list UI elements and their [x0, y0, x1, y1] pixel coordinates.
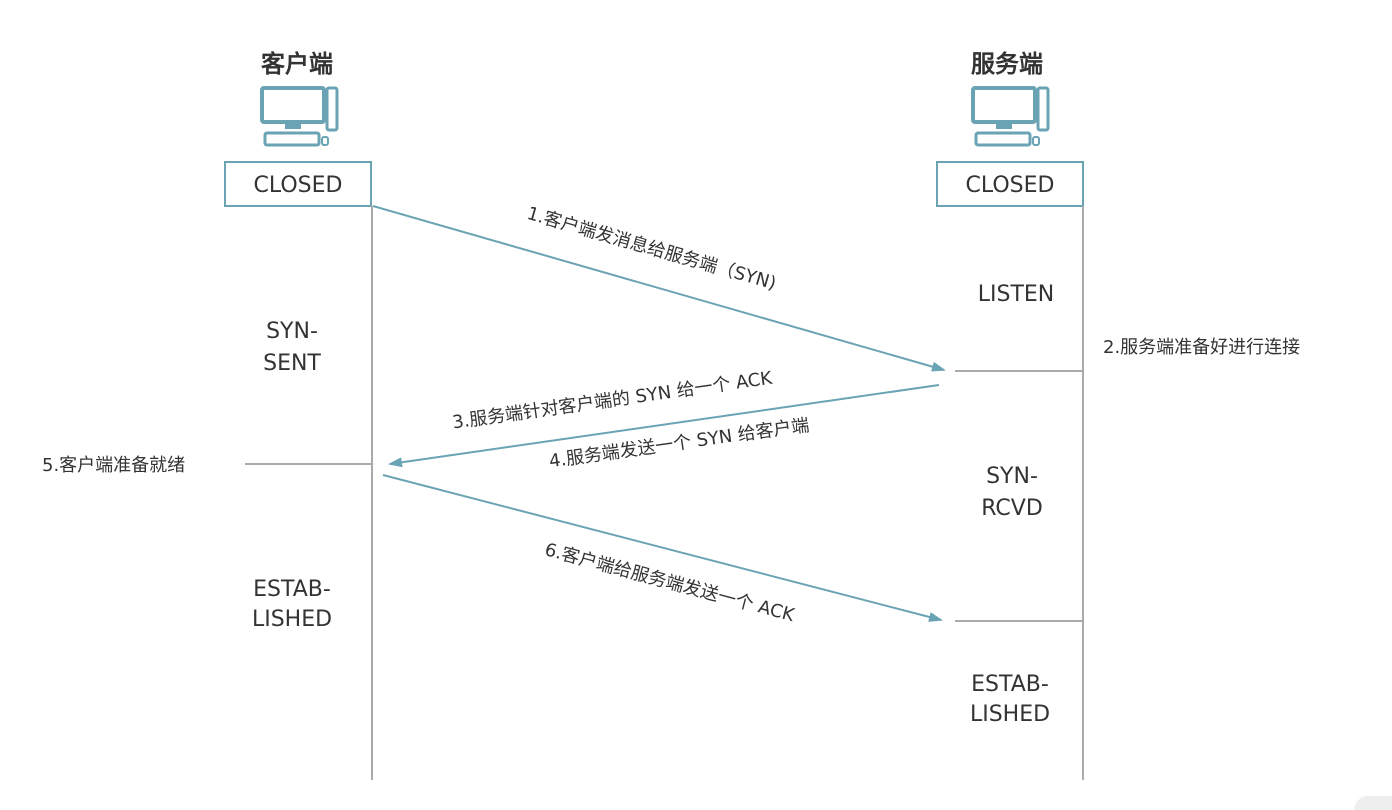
server-state-established-line1: ESTAB- — [971, 672, 1049, 697]
server-ready-note: 2.服务端准备好进行连接 — [1103, 337, 1300, 358]
client-closed-box — [224, 161, 372, 207]
message-6-label: 6.客户端给服务端发送一个 ACK — [542, 539, 797, 626]
server-title: 服务端 — [971, 50, 1043, 78]
server-state-listen: LISTEN — [978, 282, 1055, 307]
client-state-syn-sent-line2: SENT — [263, 351, 321, 376]
corner-tab — [1354, 796, 1392, 810]
client-title: 客户端 — [261, 50, 333, 78]
client-ready-note: 5.客户端准备就绪 — [42, 455, 185, 476]
server-computer-icon — [971, 86, 1050, 147]
server-closed-label: CLOSED — [966, 173, 1055, 198]
client-state-established-line2: LISHED — [252, 607, 332, 632]
message-1-label: 1.客户端发消息给服务端（SYN) — [525, 203, 779, 294]
message-3-label: 3.服务端针对客户端的 SYN 给一个 ACK — [451, 368, 775, 434]
client-state-syn-sent-line1: SYN- — [266, 319, 318, 344]
client-computer-icon — [260, 86, 339, 147]
ack-arrow — [382, 474, 943, 622]
syn-arrow — [372, 205, 946, 372]
message-4-label: 4.服务端发送一个 SYN 给客户端 — [548, 415, 811, 472]
server-closed-box — [936, 161, 1084, 207]
client-state-established-line1: ESTAB- — [253, 577, 331, 602]
syn-ack-arrow — [388, 384, 940, 468]
client-closed-label: CLOSED — [254, 173, 343, 198]
server-state-syn-rcvd-line2: RCVD — [981, 496, 1043, 521]
server-state-syn-rcvd-line1: SYN- — [986, 464, 1038, 489]
server-state-established-line2: LISHED — [970, 702, 1050, 727]
